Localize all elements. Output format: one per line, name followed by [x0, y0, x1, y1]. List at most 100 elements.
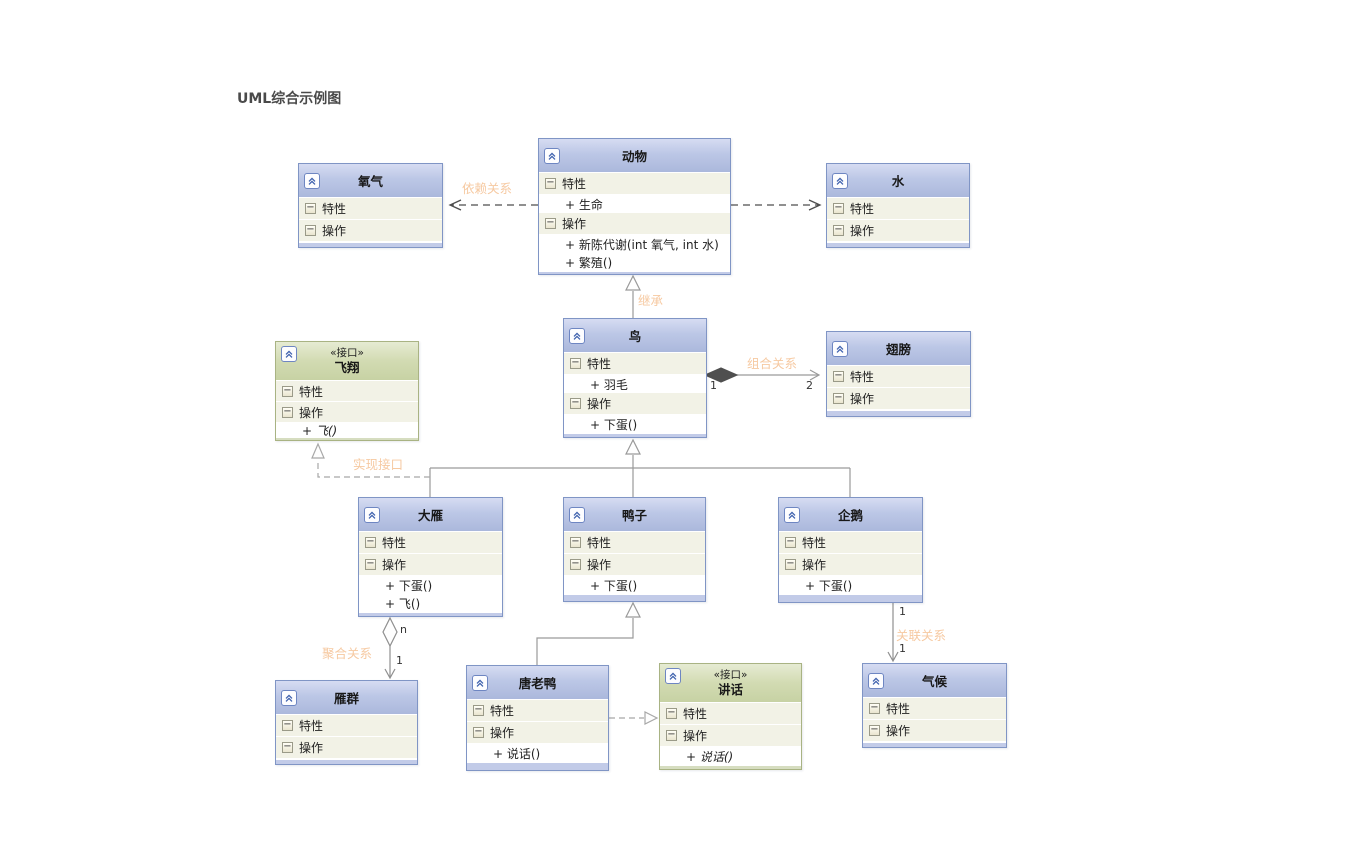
collapse-minus-icon[interactable]: − [833, 370, 844, 382]
class-name: 水 [891, 174, 905, 189]
association-source-multiplicity: 1 [899, 605, 906, 618]
collapse-minus-icon[interactable]: − [570, 397, 581, 409]
collapse-chevrons-icon[interactable] [364, 506, 380, 523]
class-header: 氧气 [299, 164, 442, 198]
operations-section: −操作 [660, 725, 801, 747]
collapse-chevrons-icon[interactable] [665, 668, 681, 684]
collapse-minus-icon[interactable]: − [473, 704, 484, 716]
class-name: 雁群 [333, 691, 359, 706]
composition-label: 组合关系 [747, 356, 798, 371]
class-footer-strip [467, 762, 608, 770]
class-box-water[interactable]: 水 −特性 −操作 [826, 163, 970, 248]
class-box-wild-goose[interactable]: 大雁 −特性 −操作 + 下蛋() + 飞() [358, 497, 503, 617]
attributes-section: −特性 [276, 715, 417, 737]
section-label: 特性 [299, 719, 324, 733]
class-name: 唐老鸭 [518, 676, 557, 691]
operations-section: −操作 [827, 220, 969, 242]
attributes-section: −特性 [779, 532, 922, 554]
inheritance-label: 继承 [638, 293, 664, 308]
section-label: 特性 [322, 202, 347, 216]
class-header: 鸟 [564, 319, 706, 353]
section-label: 操作 [850, 224, 875, 238]
collapse-minus-icon[interactable]: − [666, 729, 677, 741]
section-label: 操作 [886, 724, 911, 738]
collapse-chevrons-icon[interactable] [281, 689, 297, 706]
collapse-minus-icon[interactable]: − [282, 719, 293, 731]
collapse-minus-icon[interactable]: − [282, 741, 293, 753]
section-label: 操作 [299, 741, 324, 755]
collapse-minus-icon[interactable]: − [785, 558, 796, 570]
stereotype-label: «接口» [713, 668, 748, 681]
interface-header: «接口» 讲话 [660, 664, 801, 703]
collapse-minus-icon[interactable]: − [545, 217, 556, 229]
operations-section: −操作 [539, 213, 730, 235]
attributes-section: −特性 [660, 703, 801, 725]
class-box-donald-duck[interactable]: 唐老鸭 −特性 −操作 + 说话() [466, 665, 609, 771]
collapse-chevrons-icon[interactable] [569, 506, 585, 523]
class-footer-strip [827, 410, 970, 416]
class-footer-strip [660, 765, 801, 769]
collapse-minus-icon[interactable]: − [305, 202, 316, 214]
collapse-minus-icon[interactable]: − [545, 177, 556, 189]
composition-target-multiplicity: 2 [806, 379, 813, 392]
interface-box-speak[interactable]: «接口» 讲话 −特性 −操作 + 说话() [659, 663, 802, 770]
section-label: 操作 [562, 217, 587, 231]
collapse-chevrons-icon[interactable] [569, 327, 585, 344]
operations-section: −操作 [863, 720, 1006, 742]
attributes-section: −特性 [359, 532, 502, 554]
collapse-chevrons-icon[interactable] [832, 172, 848, 189]
collapse-minus-icon[interactable]: − [570, 558, 581, 570]
collapse-minus-icon[interactable]: − [833, 224, 844, 236]
collapse-minus-icon[interactable]: − [570, 536, 581, 548]
stereotype-label: «接口» [330, 346, 364, 359]
section-label: 操作 [802, 558, 827, 572]
collapse-minus-icon[interactable]: − [570, 357, 581, 369]
class-box-oxygen[interactable]: 氧气 −特性 −操作 [298, 163, 443, 248]
class-box-bird[interactable]: 鸟 −特性 + 羽毛 −操作 + 下蛋() [563, 318, 707, 438]
section-label: 操作 [587, 397, 612, 411]
collapse-chevrons-icon[interactable] [832, 340, 848, 357]
section-label: 特性 [850, 370, 875, 384]
class-footer-strip [299, 242, 442, 247]
collapse-chevrons-icon[interactable] [472, 674, 488, 691]
collapse-minus-icon[interactable]: − [869, 724, 880, 736]
section-label: 操作 [299, 405, 324, 420]
class-box-duck[interactable]: 鸭子 −特性 −操作 + 下蛋() [563, 497, 706, 602]
section-label: 特性 [490, 704, 515, 718]
inheritance-arrow-donald-duck [536, 601, 641, 665]
collapse-minus-icon[interactable]: − [282, 384, 293, 397]
collapse-minus-icon[interactable]: − [305, 224, 316, 236]
class-footer-strip [779, 594, 922, 602]
class-box-climate[interactable]: 气候 −特性 −操作 [862, 663, 1007, 748]
interface-box-fly[interactable]: «接口» 飞翔 −特性 −操作 + 飞() [275, 341, 419, 441]
collapse-minus-icon[interactable]: − [365, 536, 376, 548]
collapse-chevrons-icon[interactable] [784, 506, 800, 523]
collapse-chevrons-icon[interactable] [868, 672, 884, 689]
class-footer-strip [539, 271, 730, 274]
collapse-chevrons-icon[interactable] [544, 147, 560, 164]
operation-item: + 说话() [467, 744, 608, 762]
operations-section: −操作 [564, 554, 705, 576]
collapse-minus-icon[interactable]: − [833, 392, 844, 404]
class-box-penguin[interactable]: 企鹅 −特性 −操作 + 下蛋() [778, 497, 923, 603]
operations-section: −操作 [359, 554, 502, 576]
collapse-chevrons-icon[interactable] [304, 172, 320, 189]
operation-item: + 下蛋() [564, 415, 706, 433]
section-label: 特性 [587, 357, 612, 371]
composition-source-multiplicity: 1 [710, 379, 717, 392]
collapse-minus-icon[interactable]: − [365, 558, 376, 570]
collapse-minus-icon[interactable]: − [833, 202, 844, 214]
dependency-arrow-animal-oxygen [448, 199, 538, 211]
class-box-goose-flock[interactable]: 雁群 −特性 −操作 [275, 680, 418, 765]
collapse-minus-icon[interactable]: − [869, 702, 880, 714]
collapse-chevrons-icon[interactable] [281, 346, 297, 362]
collapse-minus-icon[interactable]: − [785, 536, 796, 548]
class-box-wings[interactable]: 翅膀 −特性 −操作 [826, 331, 971, 417]
class-box-animal[interactable]: 动物 −特性 + 生命 −操作 + 新陈代谢(int 氧气, int 水) + … [538, 138, 731, 275]
collapse-minus-icon[interactable]: − [666, 707, 677, 719]
class-header: 企鹅 [779, 498, 922, 532]
collapse-minus-icon[interactable]: − [473, 726, 484, 738]
attributes-section: −特性 [276, 381, 418, 402]
collapse-minus-icon[interactable]: − [282, 405, 293, 418]
